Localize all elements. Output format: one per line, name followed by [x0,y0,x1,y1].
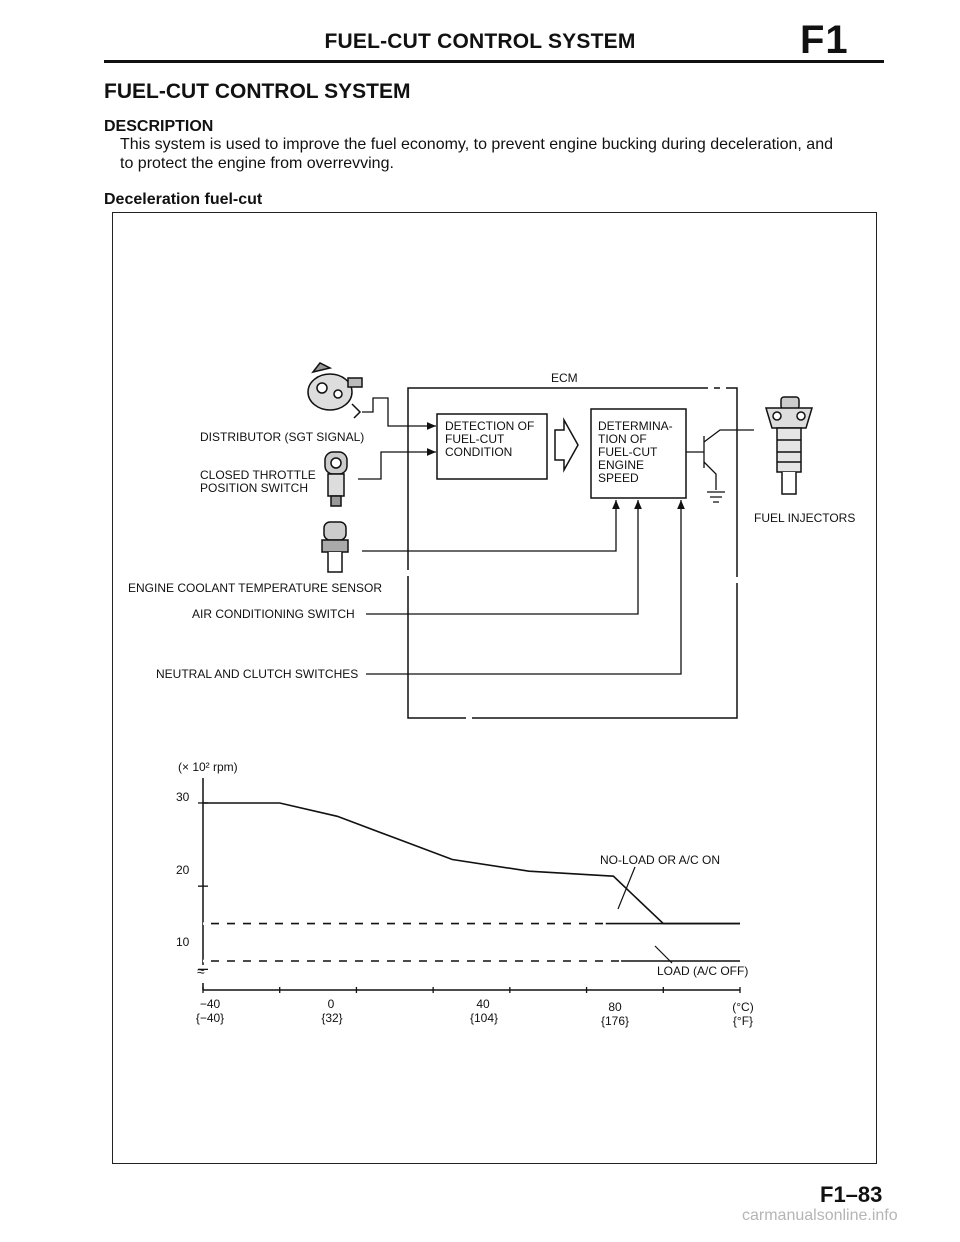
x-tick-f-3: {104} [470,1011,498,1025]
coolant-label: ENGINE COOLANT TEMPERATURE SENSOR [128,581,382,595]
determination-line-2: TION OF [598,432,647,446]
x-tick-c-3: 40 [476,997,490,1011]
noload-label: NO-LOAD OR A/C ON [600,853,720,867]
fuel-injectors-label: FUEL INJECTORS [754,511,855,525]
neutral-switch-wire [366,500,685,675]
fuel-injector-icon [764,396,814,495]
sgt-signal-wire [362,397,436,430]
description-heading: DESCRIPTION [104,118,214,135]
y-tick-20: 20 [176,863,190,877]
ecm-label: ECM [551,371,578,385]
axis-break-icon: ≈ [197,963,205,979]
determination-line-1: DETERMINA- [598,419,673,433]
tick-marks [198,802,741,993]
y-tick-10: 10 [176,935,190,949]
detection-line-2: FUEL-CUT [445,432,505,446]
detection-box [436,413,548,480]
description-line-1: This system is used to improve the fuel … [120,136,833,153]
load-label: LOAD (A/C OFF) [657,964,748,978]
x-tick-c-2: 0 [328,997,335,1011]
series-upper-curve [203,802,740,925]
determination-box [590,408,687,499]
x-tick-f-1: {−40} [196,1011,224,1025]
y-tick-30: 30 [176,790,190,804]
noload-leader-line [617,866,636,910]
fuel-cut-chart: ≈ (× 10² rpm) 30 20 10 −40 0 40 80 (°C) … [176,760,754,1028]
running-header-title: FUEL-CUT CONTROL SYSTEM [324,30,636,53]
x-unit-f: {°F} [733,1014,753,1028]
y-axis-unit: (× 10² rpm) [178,760,238,774]
detection-line-3: CONDITION [445,445,512,459]
determination-line-3: FUEL-CUT [598,445,658,459]
series-lines [203,802,740,963]
ecm-box [407,387,738,719]
throttle-wire [358,448,436,480]
x-unit-c: (°C) [732,1000,753,1014]
page-number: F1–83 [820,1182,883,1207]
description-text: This system is used to improve the fuel … [120,135,890,173]
coolant-sensor-icon [321,521,349,573]
load-leader-line [654,945,673,964]
figure-frame [112,212,877,1164]
detection-line-1: DETECTION OF [445,419,534,433]
ac-switch-wire [366,500,642,615]
x-tick-c-4: 80 [608,1000,622,1014]
determination-line-4: ENGINE [598,458,644,472]
distributor-label: DISTRIBUTOR (SGT SIGNAL) [200,430,364,444]
throttle-switch-icon [324,451,348,507]
x-tick-f-2: {32} [321,1011,342,1025]
x-tick-f-4: {176} [601,1014,629,1028]
transistor-icon [686,429,754,503]
distributor-icon [307,362,363,419]
header-rule [104,60,884,63]
section-code: F1 [800,18,849,62]
coolant-wire [362,500,620,552]
section-title: FUEL-CUT CONTROL SYSTEM [104,80,411,103]
description-line-2: to protect the engine from overrevving. [120,155,394,172]
throttle-label-1: CLOSED THROTTLE [200,468,316,482]
process-arrow-icon [554,417,579,473]
determination-line-5: SPEED [598,471,639,485]
figure-heading: Deceleration fuel-cut [104,191,263,208]
watermark: carmanualsonline.info [742,1207,898,1224]
ac-switch-label: AIR CONDITIONING SWITCH [192,607,355,621]
neutral-switch-label: NEUTRAL AND CLUTCH SWITCHES [156,667,358,681]
x-tick-c-1: −40 [200,997,221,1011]
throttle-label-2: POSITION SWITCH [200,481,308,495]
